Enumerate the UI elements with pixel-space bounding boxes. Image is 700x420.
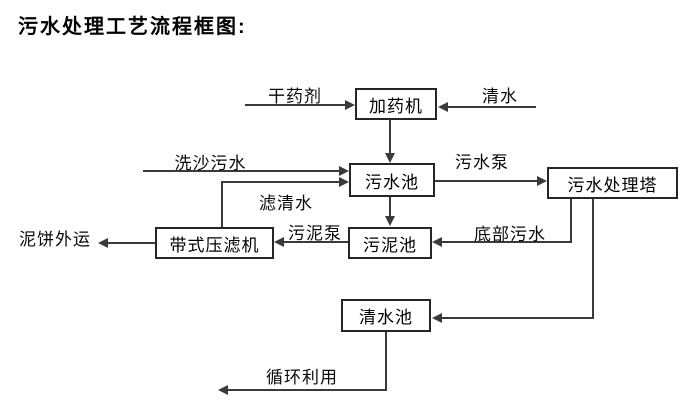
arrowhead-right-icon — [537, 176, 547, 186]
arrowhead-left-icon — [432, 313, 442, 323]
flow-line-tower-to-clear-pool — [441, 317, 594, 319]
arrowhead-left-icon — [432, 237, 442, 247]
label-recycle: 循环利用 — [266, 368, 338, 387]
node-clear-water-pool: 清水池 — [341, 299, 431, 332]
flow-line-mud-cake — [107, 242, 155, 244]
node-sludge-pool: 污泥池 — [348, 227, 432, 259]
label-sludge-pump: 污泥泵 — [288, 224, 342, 243]
label-dry-chemical: 干药剂 — [268, 87, 322, 106]
arrowhead-right-icon — [345, 100, 355, 110]
flow-line-sludge-pump — [283, 241, 348, 243]
page-title: 污水处理工艺流程框图: — [18, 16, 247, 38]
arrowhead-left-icon — [274, 237, 284, 247]
flow-line-recycle — [227, 389, 387, 391]
label-filtered-water: 滤清水 — [259, 194, 313, 213]
label-mud-cake-out: 泥饼外运 — [19, 230, 91, 249]
arrowhead-right-icon — [339, 177, 349, 187]
flow-line-tower-drop-1 — [570, 199, 572, 243]
label-bottom-sewage: 底部污水 — [474, 225, 546, 244]
label-sand-washing-sewage: 洗沙污水 — [174, 154, 247, 173]
flow-line-dry-chemical — [245, 104, 346, 106]
flow-line-sewage-to-sludge — [389, 197, 391, 217]
node-treatment-tower: 污水处理塔 — [547, 167, 678, 199]
arrowhead-left-icon — [438, 102, 448, 112]
node-sewage-pool: 污水池 — [349, 163, 435, 197]
flow-line-sand-washing — [143, 170, 340, 172]
flow-line-clear-water — [448, 106, 536, 108]
flow-line-dosing-to-sewage — [389, 120, 391, 154]
arrowhead-down-icon — [385, 216, 395, 226]
flow-line-filtered-water — [221, 181, 340, 183]
arrowhead-down-icon — [385, 153, 395, 163]
flow-line-bottom-sewage — [441, 241, 572, 243]
flow-line-sewage-pump — [435, 180, 538, 182]
flow-line-recycle-drop — [385, 332, 387, 391]
label-sewage-pump: 污水泵 — [455, 153, 509, 172]
node-dosing-machine: 加药机 — [355, 88, 437, 120]
arrowhead-right-icon — [339, 166, 349, 176]
label-clear-water: 清水 — [482, 87, 518, 106]
flow-line-filtered-water-riser — [221, 182, 223, 227]
flow-line-tower-drop-2 — [592, 199, 594, 319]
arrowhead-left-icon — [98, 238, 108, 248]
node-belt-filter-press: 带式压滤机 — [155, 227, 274, 259]
arrowhead-left-icon — [218, 385, 228, 395]
